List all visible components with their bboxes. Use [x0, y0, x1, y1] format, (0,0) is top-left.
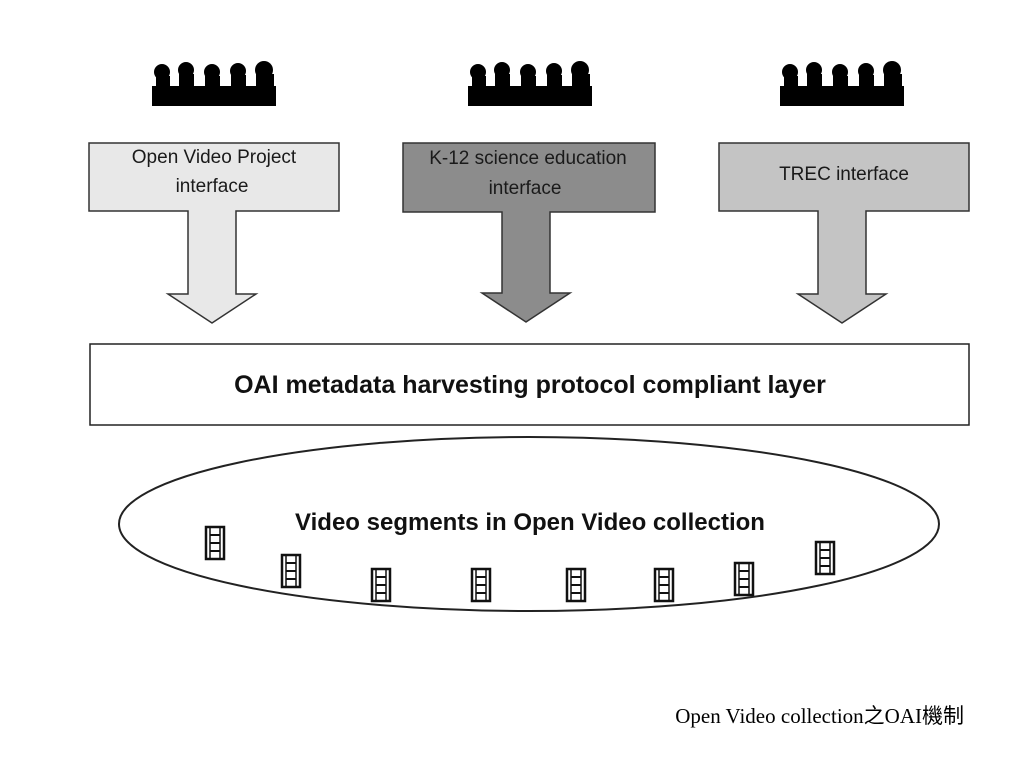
interface-trec: TREC interface: [718, 61, 970, 324]
slide-caption: Open Video collection之OAI機制: [675, 704, 964, 728]
protocol-layer-box: [89, 343, 970, 426]
interface-trec-arrow: [718, 142, 970, 324]
user-group-icon: [780, 61, 904, 106]
interface-k12-science-education-arrow: [402, 142, 656, 323]
interface-open-video-project: Open Video Project interface: [88, 61, 340, 324]
user-group-icon: [152, 61, 276, 106]
film-strip-icon: [280, 553, 302, 589]
film-strip-icon: [370, 567, 392, 603]
interface-open-video-project-label-line1: Open Video Project: [132, 147, 297, 168]
protocol-layer: OAI metadata harvesting protocol complia…: [89, 343, 970, 426]
video-collection: Video segments in Open Video collection: [118, 436, 940, 612]
video-collection-label: Video segments in Open Video collection: [295, 509, 765, 536]
interface-k12-science-education-label-line2: interface: [489, 178, 562, 199]
film-strip-icon: [470, 567, 492, 603]
film-strip-icon: [204, 525, 226, 561]
user-group-icon: [468, 61, 592, 106]
interface-k12-science-education: K-12 science education interface: [402, 61, 656, 323]
interface-trec-label: TREC interface: [779, 164, 909, 185]
interface-k12-science-education-label-line1: K-12 science education: [429, 148, 627, 169]
film-strip-icon: [733, 561, 755, 597]
interface-open-video-project-arrow: [88, 142, 340, 324]
protocol-layer-label: OAI metadata harvesting protocol complia…: [234, 371, 826, 399]
film-strip-icon: [565, 567, 587, 603]
film-strip-icon: [814, 540, 836, 576]
interface-open-video-project-label-line2: interface: [176, 176, 249, 197]
film-strip-icon: [653, 567, 675, 603]
